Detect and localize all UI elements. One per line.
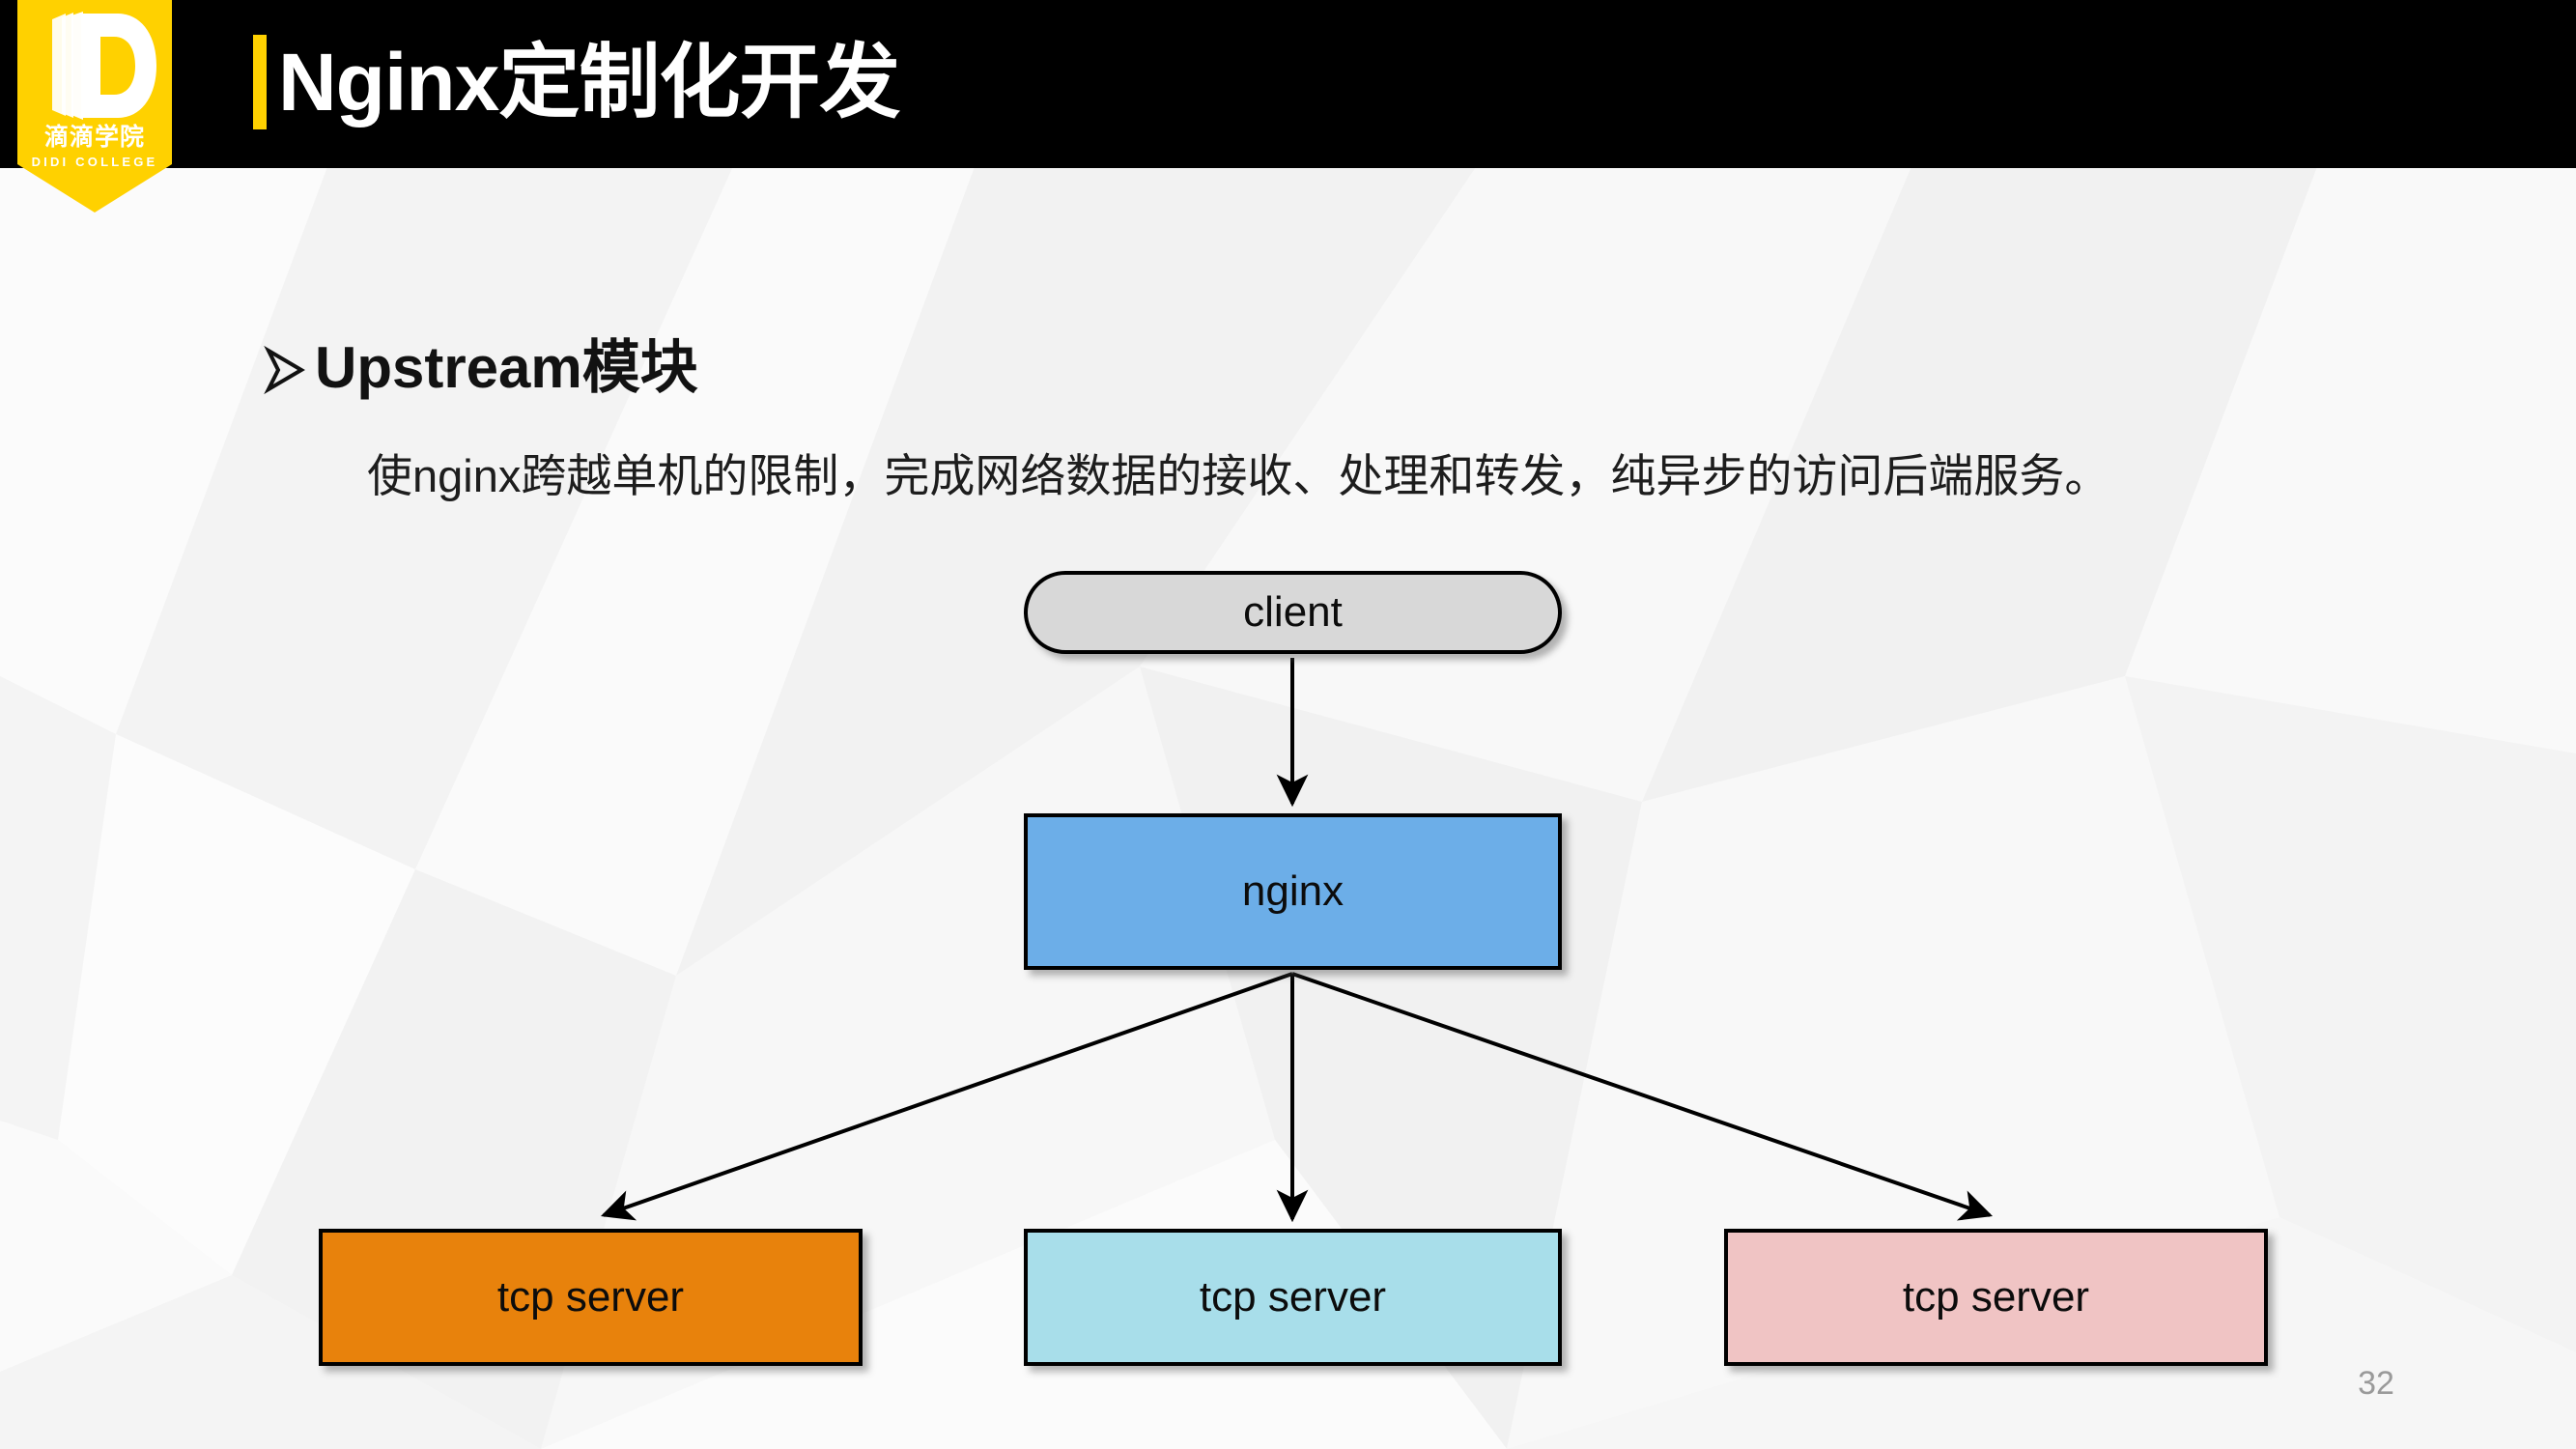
logo-d-icon <box>52 12 156 120</box>
diagram-node-tcp-server-2[interactable]: tcp server <box>1024 1229 1562 1366</box>
diagram-node-tcp-server-1[interactable]: tcp server <box>319 1229 863 1366</box>
brand-logo: 滴滴学院 DIDI COLLEGE <box>17 0 172 213</box>
header-bar <box>0 0 2576 168</box>
diagram-node-tcp-server-3[interactable]: tcp server <box>1724 1229 2268 1366</box>
page-number: 32 <box>2358 1365 2394 1402</box>
diagram-node-nginx[interactable]: nginx <box>1024 813 1562 970</box>
logo-name-en: DIDI COLLEGE <box>31 155 158 169</box>
arrow-bullet-icon <box>263 345 307 395</box>
diagram-node-client[interactable]: client <box>1024 571 1562 654</box>
section-heading: Upstream模块 <box>263 336 698 400</box>
title-accent-bar <box>253 35 267 129</box>
logo-name-cn: 滴滴学院 <box>43 124 145 151</box>
page-title: Nginx定制化开发 <box>278 37 900 128</box>
section-heading-label: Upstream模块 <box>315 335 698 400</box>
section-body-text: 使nginx跨越单机的限制，完成网络数据的接收、处理和转发，纯异步的访问后端服务… <box>367 450 2110 501</box>
